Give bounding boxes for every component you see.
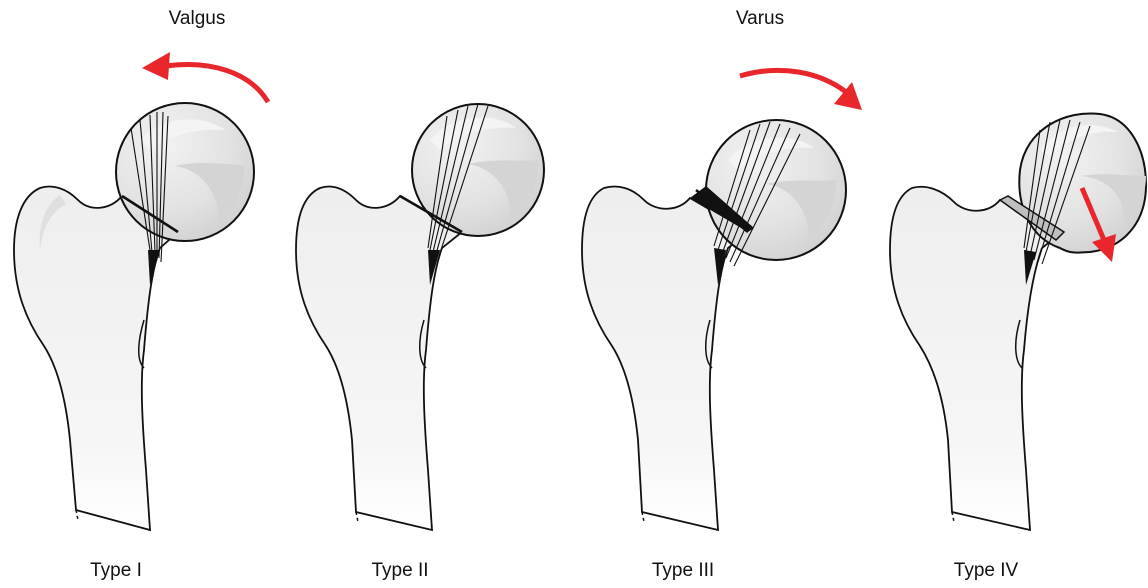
femur-type-4 xyxy=(890,113,1146,530)
valgus-arrow xyxy=(142,52,268,102)
type-1-label: Type I xyxy=(90,560,142,582)
femur-type-1 xyxy=(14,103,254,530)
femur-type-3 xyxy=(582,120,846,530)
type-3-label: Type III xyxy=(652,560,714,582)
valgus-label: Valgus xyxy=(169,8,226,30)
varus-arrow xyxy=(740,70,862,110)
type-2-label: Type II xyxy=(371,560,428,582)
varus-label: Varus xyxy=(736,8,784,30)
femur-type-2 xyxy=(296,104,544,530)
type-4-label: Type IV xyxy=(954,560,1018,582)
